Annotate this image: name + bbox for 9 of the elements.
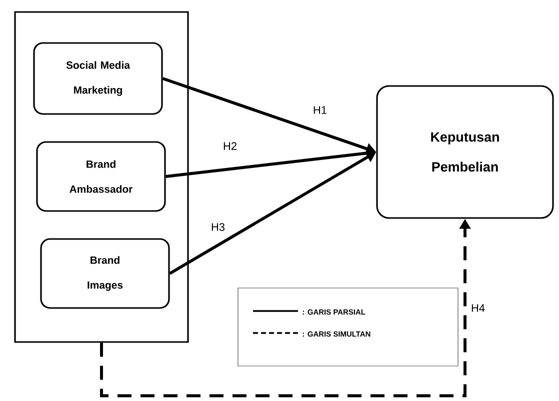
variable-box: Brand Ambassador bbox=[36, 141, 166, 212]
edge-label: H1 bbox=[312, 105, 328, 115]
edge-label: H4 bbox=[470, 303, 486, 313]
outcome-box: Keputusan Pembelian bbox=[376, 85, 554, 219]
edge-label: H3 bbox=[210, 222, 226, 232]
variable-box: Brand Images bbox=[40, 238, 170, 309]
variable-box: Social Media Marketing bbox=[33, 42, 163, 115]
group-box bbox=[14, 11, 189, 343]
edge-label: H2 bbox=[222, 141, 238, 151]
